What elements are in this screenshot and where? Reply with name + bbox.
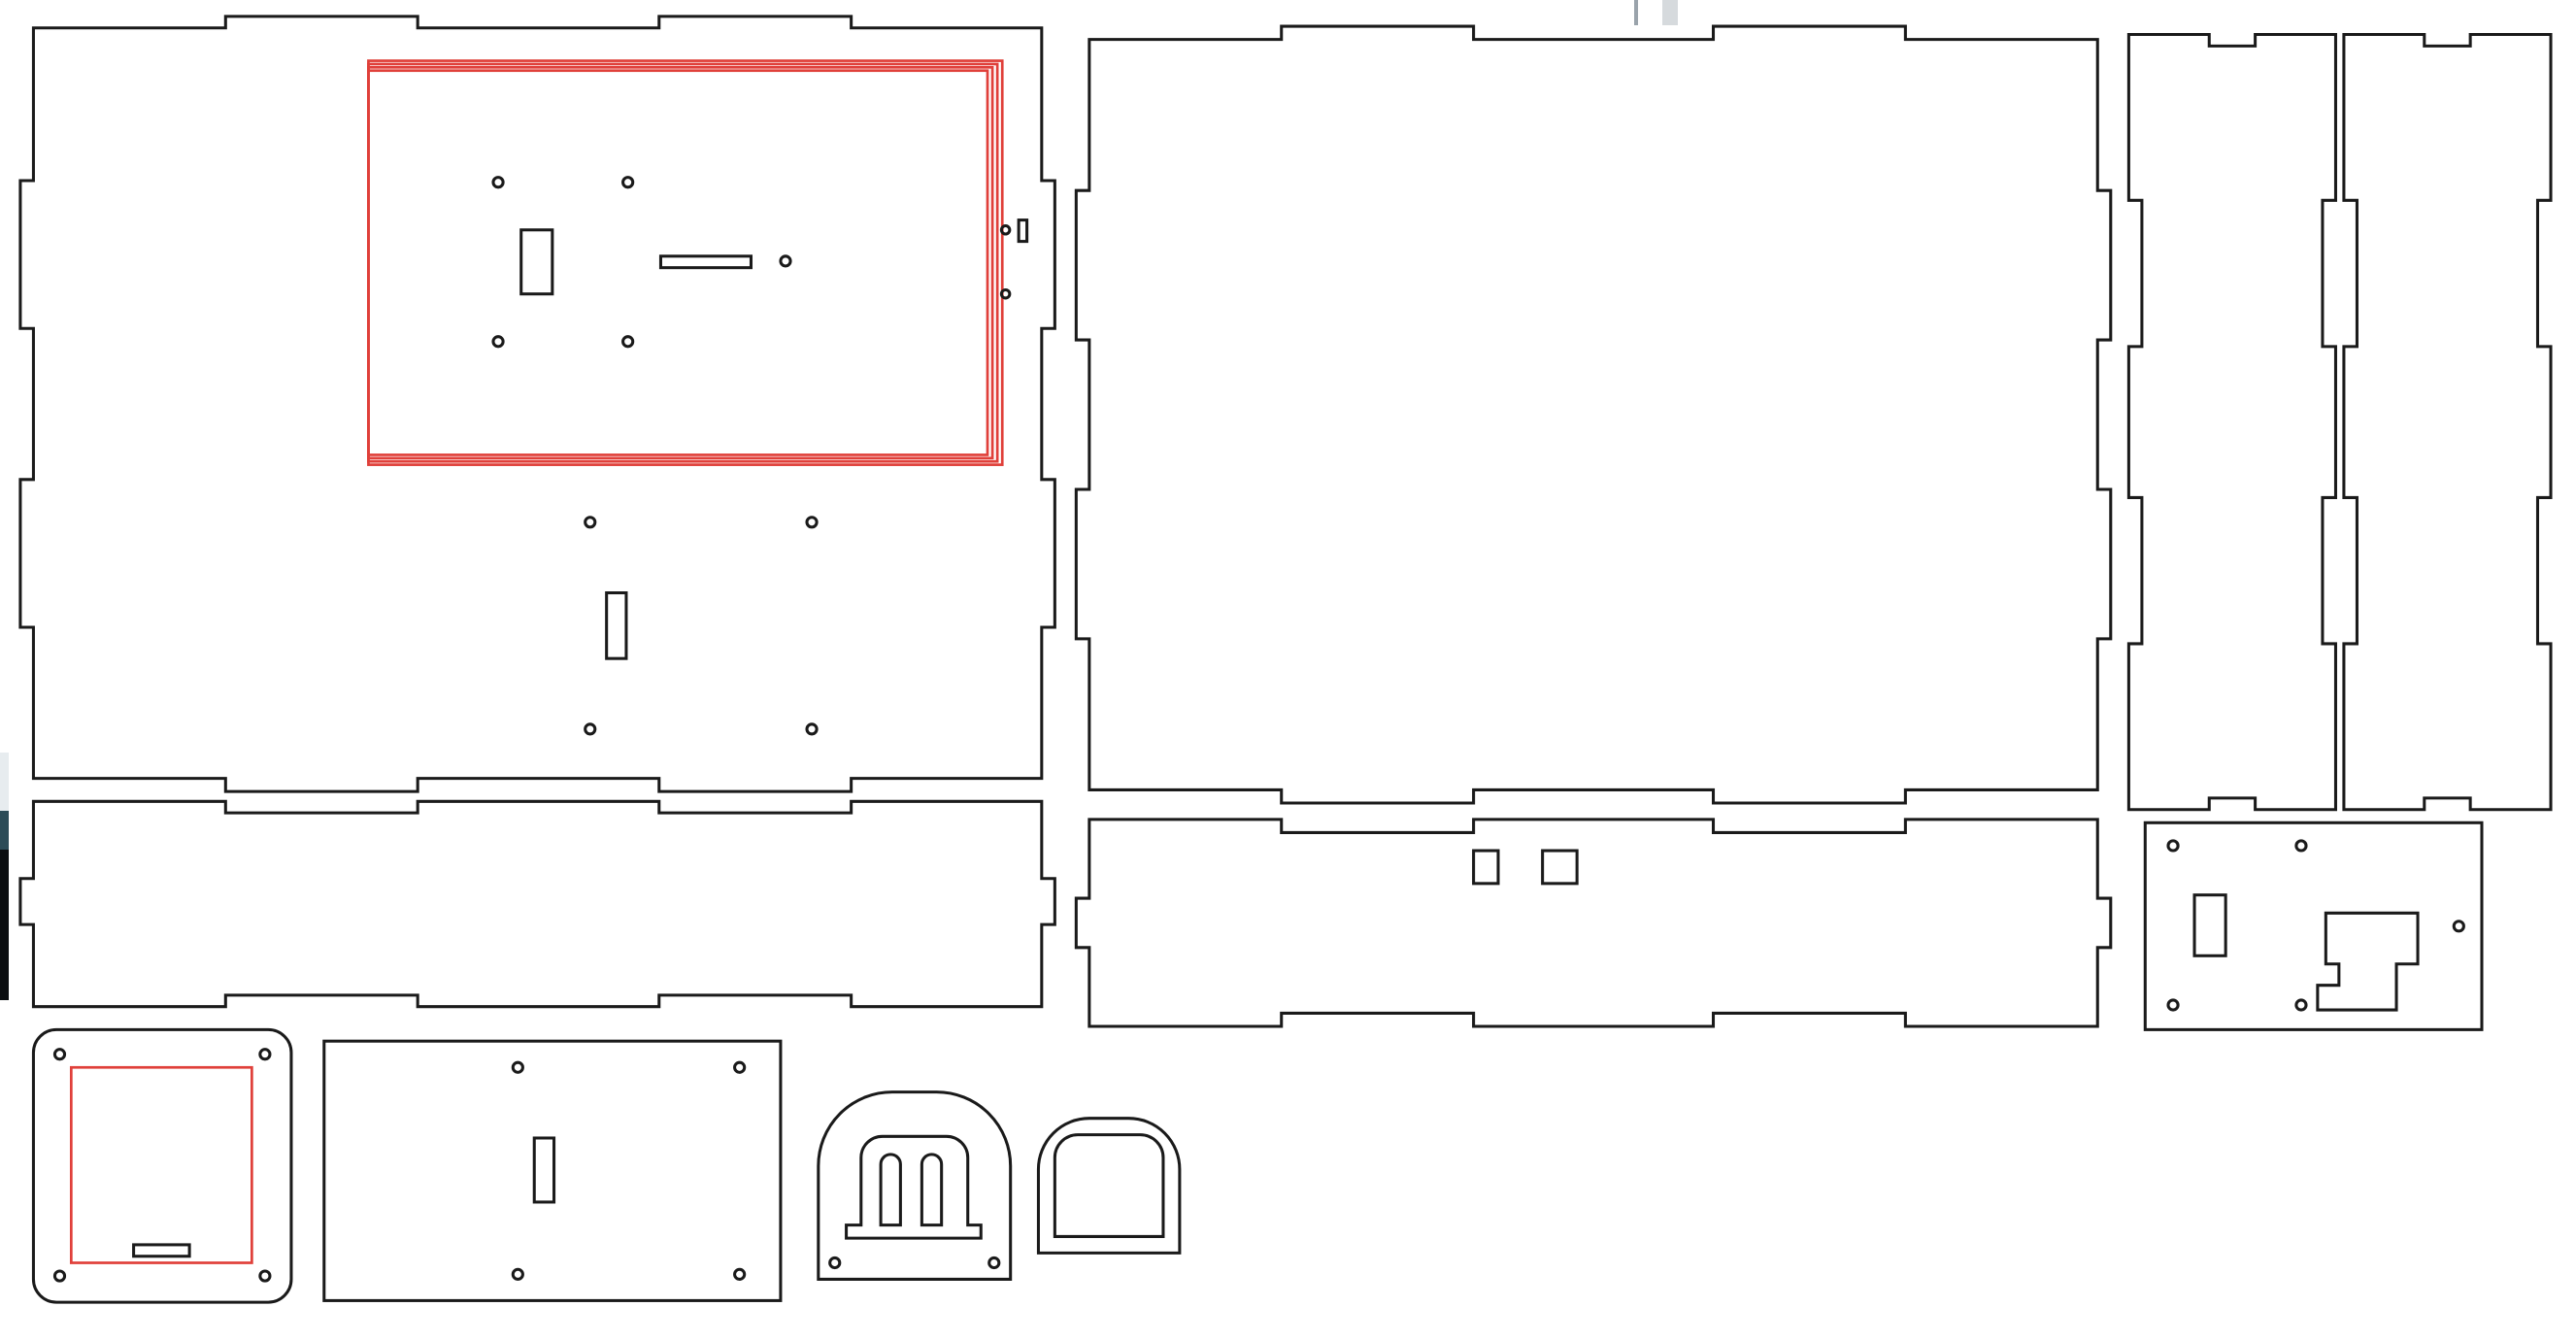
arch-frame-window xyxy=(1053,1133,1165,1238)
panel-rounded-square-outline xyxy=(31,1027,293,1304)
slot-vertical xyxy=(2192,893,2227,957)
mount-hole xyxy=(258,1048,272,1061)
slot-vertical xyxy=(532,1136,556,1204)
mount-hole xyxy=(805,516,819,529)
mount-hole xyxy=(987,1256,1001,1270)
top-cursor-artifact-2 xyxy=(1662,0,1678,25)
panel-top-left-outline xyxy=(18,15,1056,793)
panel-top-left[interactable] xyxy=(18,15,1056,793)
mount-hole xyxy=(999,287,1012,300)
comb-slot xyxy=(879,1153,902,1227)
mount-hole xyxy=(584,722,597,736)
mount-hole xyxy=(2166,839,2180,853)
mount-hole xyxy=(258,1269,272,1283)
engrave-square xyxy=(69,1065,253,1264)
panel-mount-plate[interactable] xyxy=(2143,821,2484,1031)
panel-strip-middle-outline xyxy=(1074,818,2113,1028)
top-cursor-artifact xyxy=(1634,0,1638,25)
mount-hole xyxy=(2294,998,2308,1012)
panel-mount-plate-outline xyxy=(2143,821,2484,1031)
engrave-frame-inner xyxy=(367,69,989,456)
mount-hole xyxy=(621,335,635,349)
slot-small xyxy=(1017,218,1029,244)
slot-horizontal xyxy=(132,1243,191,1258)
mount-hole xyxy=(999,224,1012,236)
port-cutout xyxy=(1472,849,1500,886)
panel-top-middle[interactable] xyxy=(1074,24,2113,805)
panel-tall-right-outline xyxy=(2342,32,2553,812)
slot-vertical xyxy=(605,590,628,660)
mount-hole xyxy=(52,1269,67,1283)
panel-rect-plate[interactable] xyxy=(322,1039,783,1302)
comb-cutout xyxy=(845,1134,983,1240)
mount-hole xyxy=(828,1256,842,1270)
panel-tall-right[interactable] xyxy=(2342,32,2553,812)
panel-top-middle-outline xyxy=(1074,24,2113,805)
board-cutout xyxy=(2316,911,2420,1012)
mount-hole xyxy=(733,1267,747,1281)
mount-hole xyxy=(733,1060,747,1074)
panel-strip-left[interactable] xyxy=(18,799,1056,1009)
panel-arch-frame-outline xyxy=(1036,1117,1182,1255)
panel-rounded-square[interactable] xyxy=(31,1027,293,1304)
mount-hole xyxy=(511,1060,524,1074)
left-edge-strip-dark xyxy=(0,850,9,1000)
panel-rect-plate-outline xyxy=(322,1039,783,1302)
mount-hole xyxy=(491,176,505,189)
left-edge-strip-light xyxy=(0,753,9,811)
mount-hole xyxy=(491,335,505,349)
comb-slot xyxy=(920,1153,944,1227)
panel-arch-frame[interactable] xyxy=(1036,1117,1182,1255)
panel-tall-left-outline xyxy=(2126,32,2337,812)
mount-hole xyxy=(779,254,792,268)
slot-vertical xyxy=(519,228,554,296)
mount-hole xyxy=(805,722,819,736)
mount-hole xyxy=(621,176,635,189)
mount-hole xyxy=(584,516,597,529)
panel-arch-bracket-outline xyxy=(817,1090,1013,1281)
engrave-frame-outer xyxy=(367,59,1004,466)
panel-arch-bracket[interactable] xyxy=(817,1090,1013,1281)
panel-tall-left[interactable] xyxy=(2126,32,2337,812)
panel-strip-left-outline xyxy=(18,799,1056,1009)
mount-hole xyxy=(2294,839,2308,853)
mount-hole xyxy=(2452,920,2465,933)
left-edge-strip-mid xyxy=(0,811,9,850)
mount-hole xyxy=(511,1267,524,1281)
panel-strip-middle[interactable] xyxy=(1074,818,2113,1028)
mount-hole xyxy=(2166,998,2180,1012)
slot-horizontal xyxy=(658,254,753,270)
mount-hole xyxy=(52,1048,67,1061)
engrave-frame-3 xyxy=(367,65,994,460)
engrave-frame-2 xyxy=(367,62,999,463)
port-cutout xyxy=(1541,849,1579,886)
